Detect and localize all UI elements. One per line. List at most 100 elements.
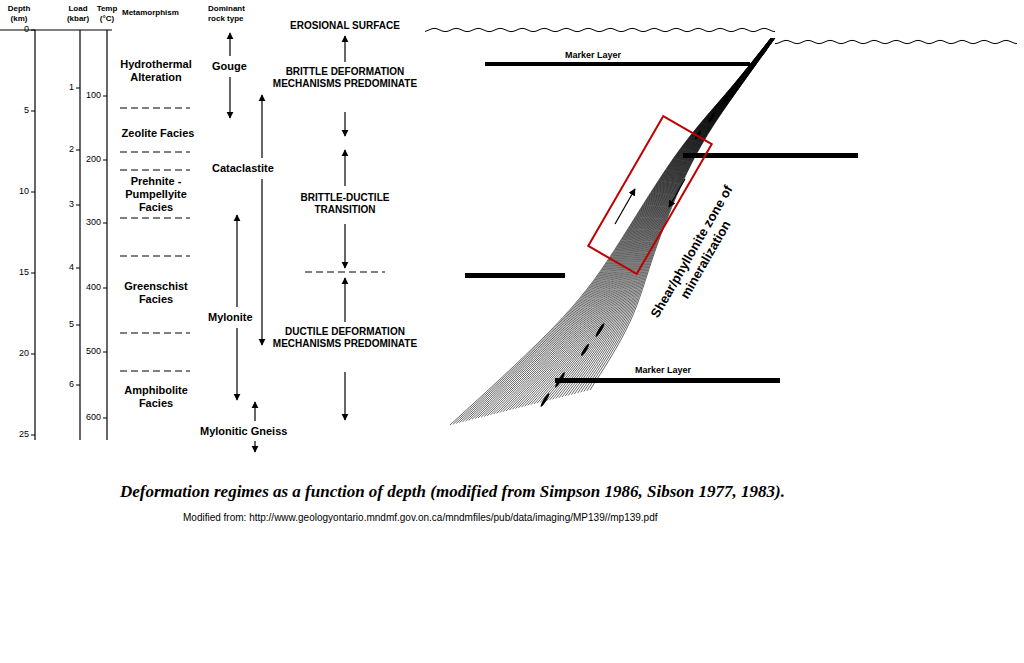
temp-value: 100 [82, 90, 101, 101]
axis-tick [103, 96, 107, 97]
temp-value: 300 [82, 217, 101, 228]
fault-strand [475, 38, 772, 419]
fault-lens [594, 322, 605, 337]
source-note: Modified from: http://www.geologyontario… [183, 512, 658, 524]
axis-tick [103, 352, 107, 353]
axis-tick [103, 288, 107, 289]
fault-strand [531, 38, 773, 405]
fault-strand [578, 38, 775, 393]
axis-tick [76, 205, 80, 206]
facies-label: Greenschist Facies [116, 280, 196, 306]
temp-value: 600 [82, 412, 101, 423]
fault-strand [466, 38, 772, 421]
axis-tick [31, 273, 35, 274]
column-title: Dominant rock type [208, 4, 263, 23]
fault-strand [546, 38, 773, 401]
surface-label: EROSIONAL SURFACE [272, 20, 418, 32]
fault-lens [735, 75, 745, 89]
rock-type-label: Gouge [212, 60, 247, 73]
facies-boundaries [120, 108, 190, 371]
fault-strand [525, 38, 773, 406]
depth-value: 0 [4, 24, 29, 35]
axis-title: Depth (km) [4, 4, 34, 23]
erosional-surface [425, 28, 1017, 43]
shear-sense-arrows [615, 179, 685, 224]
depth-value: 5 [4, 105, 29, 116]
rock-type-label: Mylonitic Gneiss [200, 425, 287, 438]
figure-caption: Deformation regimes as a function of dep… [120, 482, 785, 502]
axis-title: Load (kbar) [62, 4, 94, 23]
fault-strand [481, 38, 772, 417]
axis-tick [31, 111, 35, 112]
facies-label: Amphibolite Facies [116, 384, 196, 410]
axis-tick [103, 223, 107, 224]
load-value: 4 [56, 262, 74, 273]
marker-layer-label: Marker Layer [635, 365, 691, 376]
fault-strand [534, 38, 773, 404]
axis-tick [76, 150, 80, 151]
fault-lens [760, 44, 769, 56]
depth-value: 25 [4, 429, 29, 440]
fault-strand [472, 38, 772, 420]
facies-label: Zeolite Facies [112, 127, 204, 140]
axis-tick [103, 418, 107, 419]
load-value: 1 [56, 82, 74, 93]
temp-value: 500 [82, 346, 101, 357]
depth-value: 15 [4, 267, 29, 278]
regime-label: BRITTLE-DUCTILE TRANSITION [272, 192, 418, 216]
load-value: 6 [56, 379, 74, 390]
fault-strand [590, 38, 775, 390]
axis-tick [76, 325, 80, 326]
fault-strand [487, 38, 772, 416]
facies-label: Prehnite -Pumpellyite Facies [116, 175, 196, 215]
fault-strand [565, 38, 774, 396]
axis-tick [31, 192, 35, 193]
fault-strand [540, 38, 773, 402]
rock-type-label: Cataclastite [212, 162, 274, 175]
fault-strand [584, 38, 775, 392]
fault-strand [490, 38, 772, 415]
rock-type-label: Mylonite [208, 311, 253, 324]
surface-trace [775, 40, 1017, 43]
depth-axis [34, 30, 35, 440]
fault-strand [528, 38, 773, 406]
axis-tick [76, 268, 80, 269]
axis-title: Temp (°C) [94, 4, 120, 23]
fault-strand [574, 38, 774, 394]
fault-strand [562, 38, 774, 397]
fault-strand [456, 38, 771, 423]
fault-zone [450, 38, 775, 425]
fault-strand [478, 38, 772, 418]
marker-layer-label: Marker Layer [565, 50, 621, 61]
axis-tick [76, 385, 80, 386]
axis-tick [31, 435, 35, 436]
rock-range-arrows [230, 33, 262, 452]
fault-strand [553, 38, 774, 399]
zone-label: Shear/phyllonite zone of mineralization [638, 168, 758, 344]
temp-value: 200 [82, 154, 101, 165]
fault-strand [581, 38, 775, 392]
fault-strand [484, 38, 772, 416]
temp-value: 400 [82, 282, 101, 293]
axis-ticks [31, 30, 107, 435]
depth-value: 10 [4, 186, 29, 197]
fault-strand [469, 38, 772, 420]
facies-label: Hydrothermal Alteration [114, 58, 198, 84]
regime-arrows [344, 36, 345, 420]
axis-tick [76, 88, 80, 89]
fault-lens [580, 343, 590, 357]
fault-strand [556, 38, 774, 399]
surface-line [0, 29, 112, 30]
fault-strand [459, 38, 771, 423]
fault-lens [539, 392, 550, 407]
axis-tick [31, 354, 35, 355]
fault-strand [537, 38, 773, 403]
fault-strand [543, 38, 773, 402]
load-value: 2 [56, 144, 74, 155]
axis-tick [103, 160, 107, 161]
load-value: 3 [56, 199, 74, 210]
regime-label: DUCTILE DEFORMATION MECHANISMS PREDOMINA… [272, 326, 418, 350]
